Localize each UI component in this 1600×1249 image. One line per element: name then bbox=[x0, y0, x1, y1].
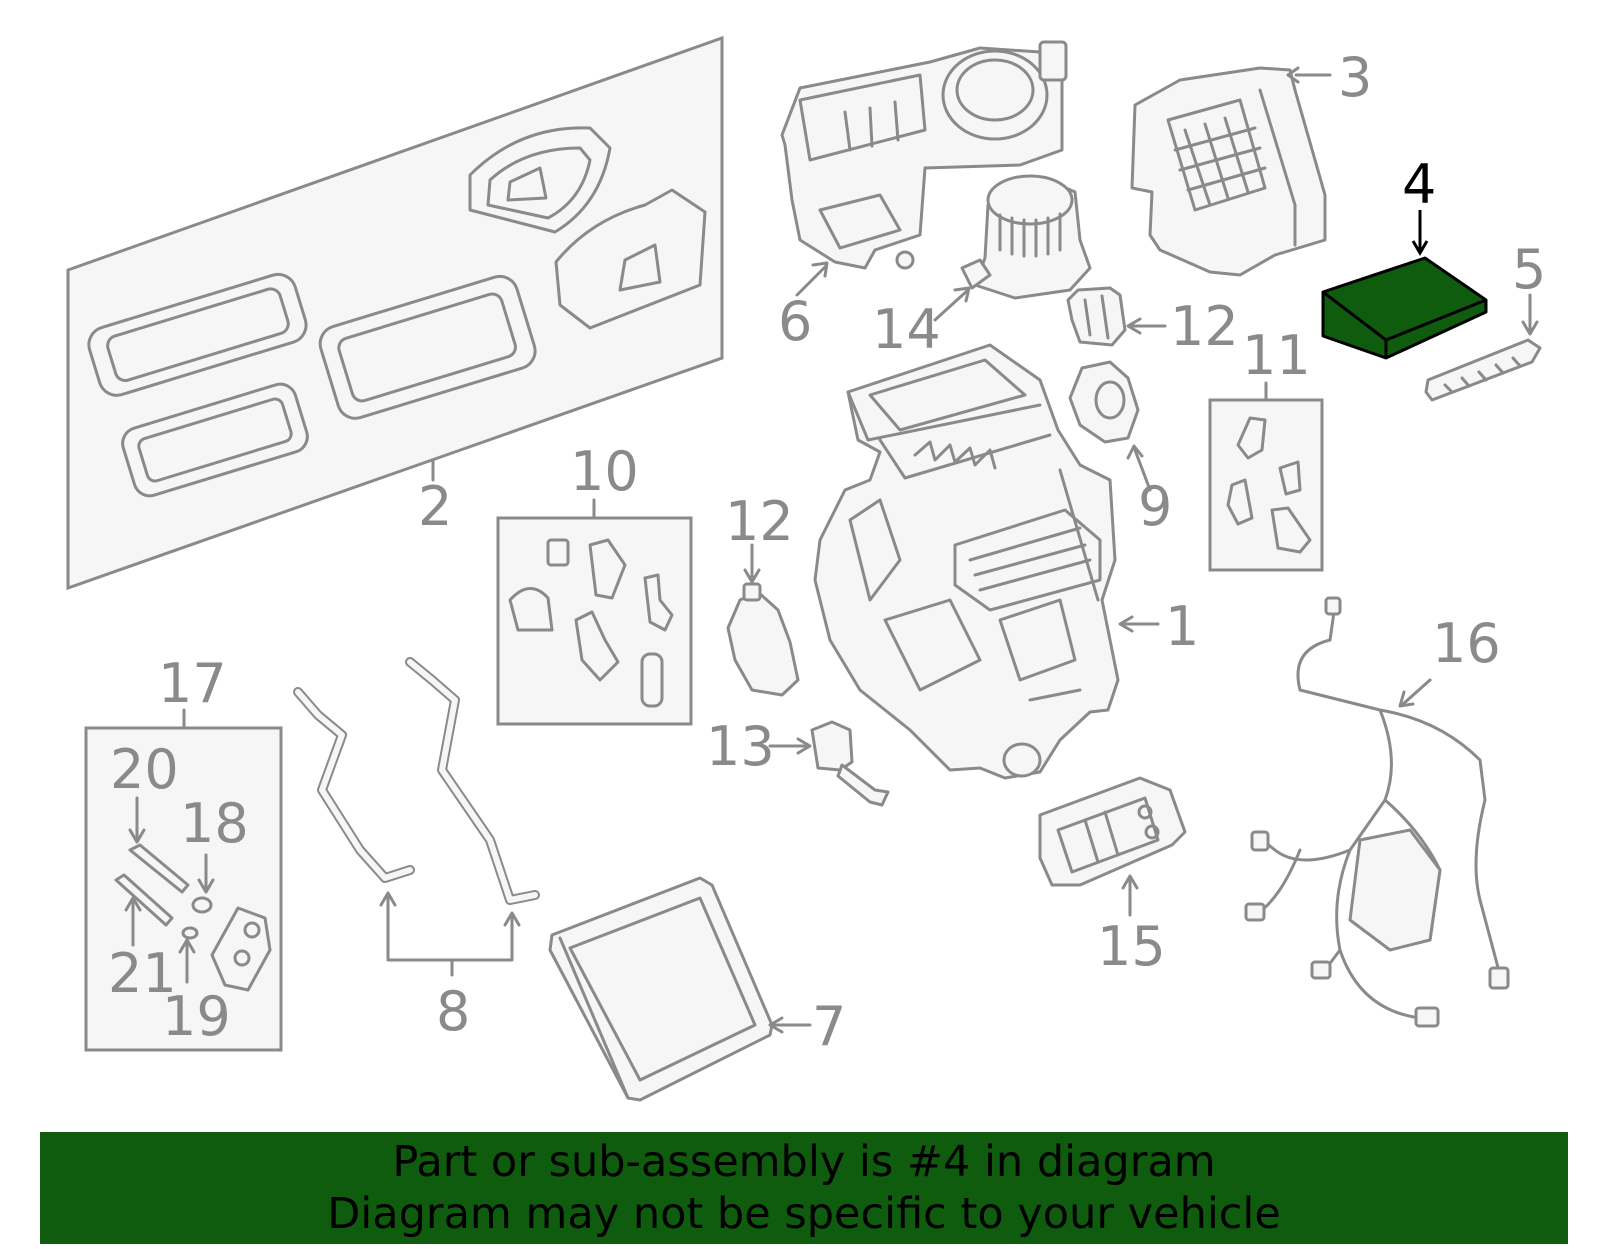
part-7-heater-core bbox=[548, 876, 774, 1102]
part-16-wiring-harness bbox=[1244, 596, 1510, 1028]
callout-21: 21 bbox=[108, 942, 177, 1005]
callout-13: 13 bbox=[706, 715, 775, 778]
callout-2: 2 bbox=[418, 475, 452, 538]
part-3-evaporator-case bbox=[1130, 66, 1327, 277]
part-5-filter-door bbox=[1424, 338, 1542, 402]
part-9-actuator bbox=[1068, 360, 1140, 444]
part-6-upper-housing bbox=[780, 40, 1068, 270]
leader-9 bbox=[1133, 448, 1152, 492]
callout-14: 14 bbox=[872, 298, 941, 361]
callout-11: 11 bbox=[1242, 324, 1311, 387]
part-10-clip-kit bbox=[496, 516, 693, 726]
callout-10: 10 bbox=[570, 440, 639, 503]
callout-4: 4 bbox=[1402, 153, 1436, 216]
callout-5: 5 bbox=[1512, 238, 1546, 301]
leader-14 bbox=[933, 288, 970, 322]
callout-15: 15 bbox=[1097, 915, 1166, 978]
callout-6: 6 bbox=[778, 290, 812, 353]
callout-3: 3 bbox=[1338, 46, 1372, 109]
part-8-hoses bbox=[293, 657, 540, 905]
callout-12b: 12 bbox=[725, 490, 794, 553]
callout-1: 1 bbox=[1165, 595, 1199, 658]
callout-7: 7 bbox=[812, 995, 846, 1058]
banner-line-1: Part or sub-assembly is #4 in diagram bbox=[392, 1137, 1216, 1187]
part-11-actuator-kit bbox=[1208, 398, 1324, 572]
part-13-sensor bbox=[810, 720, 890, 807]
part-12-actuator-upper bbox=[1066, 286, 1127, 347]
callout-9: 9 bbox=[1138, 475, 1172, 538]
callout-20: 20 bbox=[110, 738, 179, 801]
part-14-blower-motor bbox=[960, 174, 1092, 300]
callout-16: 16 bbox=[1432, 612, 1501, 675]
part-4-cabin-air-filter bbox=[1321, 256, 1488, 360]
part-17-expansion-valve-kit bbox=[84, 726, 283, 1052]
callout-18: 18 bbox=[180, 792, 249, 855]
callout-17: 17 bbox=[158, 652, 227, 715]
callout-8: 8 bbox=[436, 980, 470, 1043]
part-15-control-module bbox=[1038, 776, 1187, 887]
leader-16 bbox=[1400, 678, 1432, 707]
leader-6 bbox=[795, 264, 828, 297]
leader-8 bbox=[386, 893, 514, 962]
part-2-seal-kit bbox=[66, 35, 724, 591]
callout-19: 19 bbox=[162, 985, 231, 1048]
banner-line-2: Diagram may not be specific to your vehi… bbox=[327, 1189, 1281, 1239]
part-1-hvac-housing bbox=[813, 343, 1120, 780]
callout-12a: 12 bbox=[1170, 295, 1239, 358]
part-12-actuator-lower bbox=[726, 582, 800, 697]
notice-banner: Part or sub-assembly is #4 in diagram Di… bbox=[40, 1132, 1568, 1244]
